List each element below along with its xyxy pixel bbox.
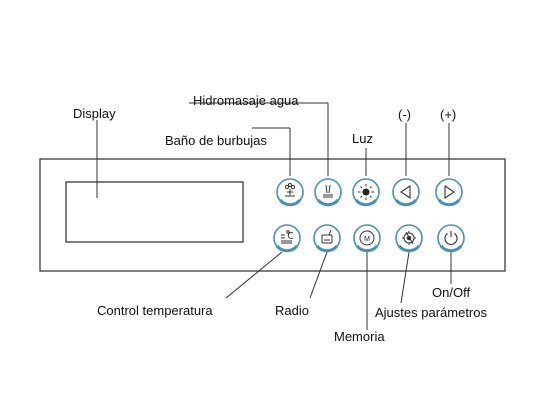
- luz-button[interactable]: [352, 178, 380, 207]
- memoria-button[interactable]: M: [353, 224, 381, 253]
- burbujas-button[interactable]: [276, 178, 304, 207]
- power-icon: [444, 231, 458, 245]
- svg-text:M: M: [364, 236, 370, 243]
- onoff-button[interactable]: [437, 224, 465, 253]
- plus-button[interactable]: [435, 178, 463, 207]
- memory-icon: M: [359, 230, 375, 246]
- settings-icon: [402, 231, 416, 245]
- water-massage-icon: [323, 184, 333, 198]
- label-temperatura: Control temperatura: [97, 303, 213, 318]
- right-triangle-icon: [444, 184, 455, 200]
- label-ajustes: Ajustes parámetros: [375, 305, 487, 320]
- label-luz: Luz: [352, 131, 373, 146]
- label-display: Display: [73, 106, 116, 121]
- panel-frame: [39, 158, 506, 272]
- leader-lines: [96, 102, 452, 330]
- leader-ajustes: [400, 251, 410, 304]
- label-minus: (-): [398, 107, 411, 122]
- minus-button[interactable]: [392, 178, 420, 207]
- label-hidromasaje: Hidromasaje agua: [193, 93, 299, 108]
- leader-temperatura: [225, 251, 283, 299]
- ajustes-button[interactable]: [395, 224, 423, 253]
- label-radio: Radio: [275, 303, 309, 318]
- temperature-icon: [281, 230, 294, 244]
- radio-button[interactable]: [313, 224, 341, 253]
- label-onoff: On/Off: [432, 285, 471, 300]
- left-triangle-icon: [400, 184, 411, 200]
- label-burbujas: Baño de burbujas: [165, 133, 267, 148]
- temperatura-button[interactable]: [273, 224, 301, 253]
- hidromasaje-button[interactable]: [314, 178, 342, 207]
- display-screen: [65, 181, 244, 243]
- label-plus: (+): [440, 107, 457, 122]
- label-memoria: Memoria: [334, 329, 385, 344]
- bubble-bath-icon: [284, 182, 296, 197]
- radio-icon: [321, 229, 333, 244]
- leader-radio: [309, 251, 328, 299]
- light-icon: [358, 184, 374, 200]
